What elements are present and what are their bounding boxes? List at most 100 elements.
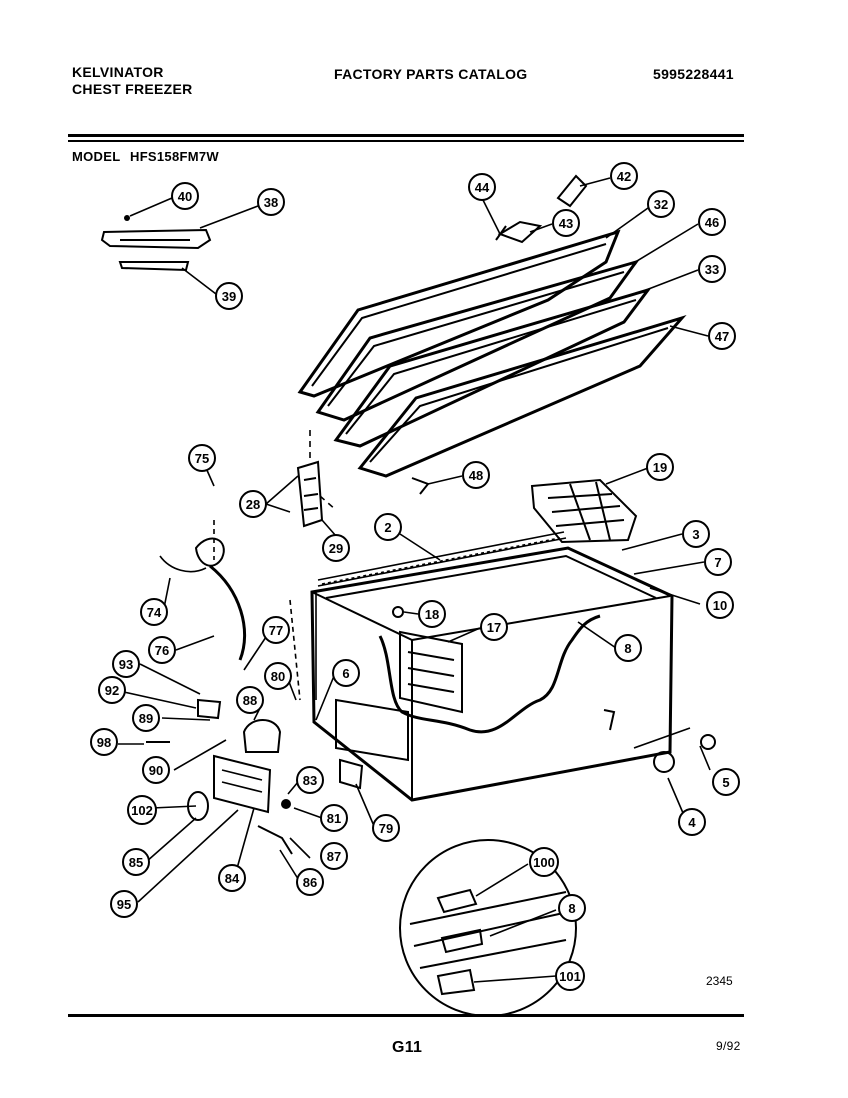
callout-76: 76 [148,636,176,664]
catalog-number: 5995228441 [653,66,734,82]
svg-text:48: 48 [469,468,483,483]
svg-text:102: 102 [131,803,153,818]
model-number: HFS158FM7W [130,149,219,164]
callout-8: 8 [614,634,642,662]
svg-text:5: 5 [722,775,729,790]
product-type: CHEST FREEZER [72,81,193,97]
callout-38: 38 [257,188,285,216]
callout-93: 93 [112,650,140,678]
callout-39: 39 [215,282,243,310]
callout-101: 101 [555,961,585,991]
callout-19: 19 [646,453,674,481]
callout-6: 6 [332,659,360,687]
callout-88: 88 [236,686,264,714]
svg-text:43: 43 [559,216,573,231]
compressor-assembly-drawing [146,520,364,855]
svg-text:77: 77 [269,623,283,638]
callout-44: 44 [468,173,496,201]
callout-77: 77 [262,616,290,644]
callout-85: 85 [122,848,150,876]
svg-text:87: 87 [327,849,341,864]
svg-text:42: 42 [617,169,631,184]
svg-text:18: 18 [425,607,439,622]
callout-43: 43 [552,209,580,237]
callout-89: 89 [132,704,160,732]
hinge-bracket-drawing [296,430,337,528]
lid-assembly-drawing [297,174,687,495]
freezer-cabinet-drawing [310,531,716,802]
svg-text:75: 75 [195,451,209,466]
callout-74: 74 [140,598,168,626]
revision-date: 9/92 [716,1039,741,1053]
svg-text:88: 88 [243,693,257,708]
model-label: MODEL [72,149,121,164]
callout-18: 18 [418,600,446,628]
svg-text:6: 6 [342,666,349,681]
callout-48: 48 [462,461,490,489]
callout-33: 33 [698,255,726,283]
svg-text:44: 44 [475,180,490,195]
svg-text:47: 47 [715,329,729,344]
callout-83: 83 [296,766,324,794]
callout-10: 10 [706,591,734,619]
callout-95: 95 [110,890,138,918]
svg-text:29: 29 [329,541,343,556]
callout-87: 87 [320,842,348,870]
drawing-number: 2345 [706,974,733,988]
callout-28: 28 [239,490,267,518]
svg-text:33: 33 [705,262,719,277]
svg-text:8: 8 [624,641,631,656]
callout-40: 40 [171,182,199,210]
callout-2: 2 [374,513,402,541]
callout-32: 32 [647,190,675,218]
svg-text:3: 3 [692,527,699,542]
callout-80: 80 [264,662,292,690]
callout-100: 100 [529,847,559,877]
svg-text:83: 83 [303,773,317,788]
svg-text:79: 79 [379,821,393,836]
svg-text:90: 90 [149,763,163,778]
svg-text:39: 39 [222,289,236,304]
svg-text:89: 89 [139,711,153,726]
callout-3: 3 [682,520,710,548]
callout-90: 90 [142,756,170,784]
page-code: G11 [392,1039,423,1056]
storage-basket-drawing [530,478,638,544]
svg-text:81: 81 [327,811,341,826]
catalog-title: FACTORY PARTS CATALOG [334,66,528,82]
callout-81: 81 [320,804,348,832]
svg-text:92: 92 [105,683,119,698]
svg-text:8: 8 [568,901,575,916]
svg-text:84: 84 [225,871,240,886]
callout-98: 98 [90,728,118,756]
svg-text:32: 32 [654,197,668,212]
svg-text:7: 7 [714,555,721,570]
svg-text:46: 46 [705,215,719,230]
header-rule-bottom [68,140,744,142]
callout-102: 102 [127,795,157,825]
svg-text:98: 98 [97,735,111,750]
callout-5: 5 [712,768,740,796]
svg-text:80: 80 [271,669,285,684]
svg-text:17: 17 [487,620,501,635]
callout-75: 75 [188,444,216,472]
svg-text:74: 74 [147,605,162,620]
callout-84: 84 [218,864,246,892]
callout-47: 47 [708,322,736,350]
svg-text:76: 76 [155,643,169,658]
leader-lines [118,177,711,983]
brand-name: KELVINATOR [72,64,164,80]
svg-text:101: 101 [559,969,581,984]
svg-text:86: 86 [303,875,317,890]
svg-text:10: 10 [713,598,727,613]
svg-text:4: 4 [688,815,696,830]
svg-text:2: 2 [384,520,391,535]
header-rule-top [68,134,744,137]
svg-text:100: 100 [533,855,555,870]
lid-handle-drawing [100,215,212,272]
callout-92: 92 [98,676,126,704]
callout-17: 17 [480,613,508,641]
svg-text:93: 93 [119,657,133,672]
callout-79: 79 [372,814,400,842]
